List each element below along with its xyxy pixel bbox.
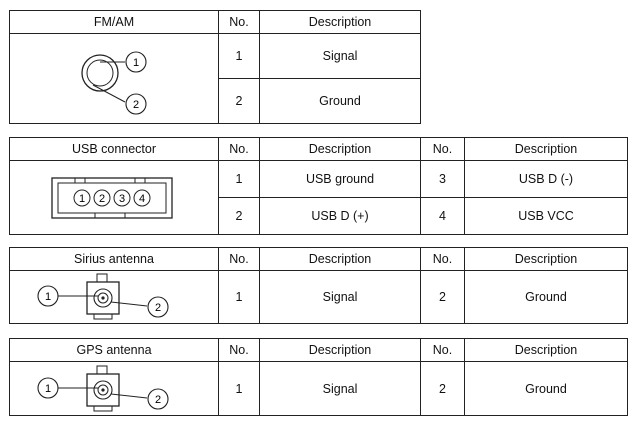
pin-number: 2 xyxy=(420,270,465,324)
pin-number: 2 xyxy=(218,197,260,235)
description-column-header: Description xyxy=(259,10,421,34)
no-column-header: No. xyxy=(218,10,260,34)
usb-connector-icon: 1 2 3 4 xyxy=(51,176,173,219)
fm-am-connector-icon: 1 2 xyxy=(81,50,147,115)
pin-number: 3 xyxy=(420,160,465,198)
gps-antenna-pin-table: GPS antenna No. Description No. Descript… xyxy=(9,338,628,416)
pin-description: USB ground xyxy=(259,160,421,198)
no-column-header: No. xyxy=(420,247,465,271)
usb-pin-3-label: 3 xyxy=(119,193,125,205)
pin-description: Signal xyxy=(259,33,421,79)
pin-description: USB D (+) xyxy=(259,197,421,235)
description-column-header: Description xyxy=(464,338,628,362)
pin-description: USB D (-) xyxy=(464,160,628,198)
fm-am-connector-diagram: 1 2 xyxy=(9,33,219,124)
callout-2-label: 2 xyxy=(155,394,161,406)
pin-description: Ground xyxy=(464,361,628,416)
description-column-header: Description xyxy=(464,247,628,271)
usb-connector-diagram: 1 2 3 4 xyxy=(9,160,219,235)
pin-description: Ground xyxy=(464,270,628,324)
sirius-antenna-header: Sirius antenna xyxy=(9,247,219,271)
pin-number: 2 xyxy=(420,361,465,416)
no-column-header: No. xyxy=(218,137,260,161)
callout-1-label: 1 xyxy=(45,291,51,303)
gps-antenna-header: GPS antenna xyxy=(9,338,219,362)
callout-2-label: 2 xyxy=(155,302,161,314)
usb-connector-pin-table: USB connector No. Description No. Descri… xyxy=(9,137,628,235)
usb-connector-header: USB connector xyxy=(9,137,219,161)
pin-number: 4 xyxy=(420,197,465,235)
callout-1-label: 1 xyxy=(45,383,51,395)
description-column-header: Description xyxy=(259,247,421,271)
sirius-antenna-connector-icon: 1 2 xyxy=(37,273,169,320)
sirius-antenna-diagram: 1 2 xyxy=(9,270,219,324)
usb-pin-1-label: 1 xyxy=(79,193,85,205)
gps-antenna-connector-icon: 1 2 xyxy=(37,365,169,411)
sirius-antenna-pin-table: Sirius antenna No. Description No. Descr… xyxy=(9,247,628,324)
no-column-header: No. xyxy=(218,338,260,362)
gps-antenna-diagram: 1 2 xyxy=(9,361,219,416)
description-column-header: Description xyxy=(259,137,421,161)
pin-number: 1 xyxy=(218,160,260,198)
description-column-header: Description xyxy=(464,137,628,161)
usb-pin-4-label: 4 xyxy=(139,193,145,205)
description-column-header: Description xyxy=(259,338,421,362)
pin-description: Signal xyxy=(259,270,421,324)
pin-number: 1 xyxy=(218,361,260,416)
pin-description: Signal xyxy=(259,361,421,416)
fm-am-header: FM/AM xyxy=(9,10,219,34)
usb-pin-2-label: 2 xyxy=(99,193,105,205)
pin-description: Ground xyxy=(259,78,421,124)
pin-number: 1 xyxy=(218,33,260,79)
no-column-header: No. xyxy=(218,247,260,271)
callout-1-label: 1 xyxy=(133,57,139,69)
no-column-header: No. xyxy=(420,137,465,161)
pin-number: 1 xyxy=(218,270,260,324)
fm-am-pin-table: FM/AM No. Description 1 2 1 Signal 2 Gro… xyxy=(9,10,421,124)
pin-description: USB VCC xyxy=(464,197,628,235)
no-column-header: No. xyxy=(420,338,465,362)
callout-2-label: 2 xyxy=(133,99,139,111)
pin-number: 2 xyxy=(218,78,260,124)
